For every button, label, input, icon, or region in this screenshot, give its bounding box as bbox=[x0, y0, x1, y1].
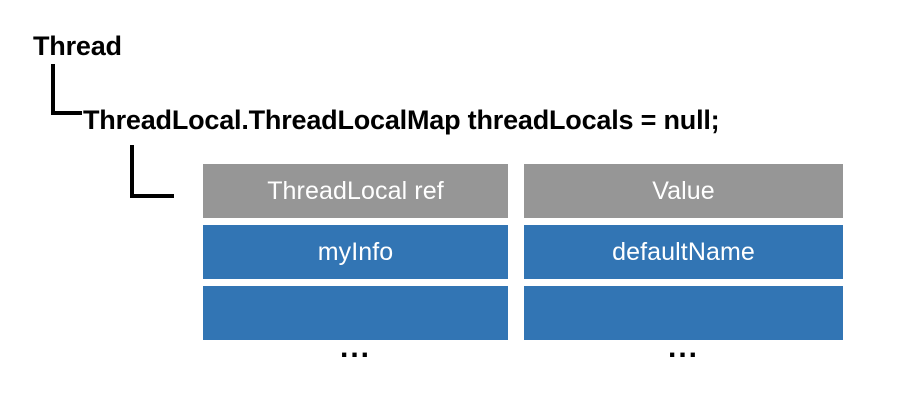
connector-horizontal-line bbox=[51, 111, 82, 115]
column-gap bbox=[508, 164, 524, 218]
connector-thread-to-threadlocals bbox=[51, 64, 82, 115]
column-gap bbox=[508, 286, 524, 340]
tree-node-threadlocals: ThreadLocal.ThreadLocalMap threadLocals … bbox=[83, 105, 720, 135]
ellipsis-value: ... bbox=[667, 331, 699, 364]
table-row: myInfo defaultName bbox=[203, 225, 843, 279]
ellipsis-threadlocal-ref: ... bbox=[339, 331, 371, 364]
cell-value: defaultName bbox=[524, 225, 843, 279]
cell-threadlocal-ref bbox=[203, 286, 508, 340]
column-gap bbox=[508, 340, 524, 374]
threadlocalmap-table: ThreadLocal ref Value myInfo defaultName bbox=[203, 164, 843, 340]
connector-threadlocals-to-table bbox=[130, 145, 174, 198]
row-gap bbox=[203, 279, 843, 286]
table-header-value: Value bbox=[524, 164, 843, 218]
connector-vertical-line bbox=[130, 145, 134, 198]
cell-value bbox=[524, 286, 843, 340]
table-row bbox=[203, 286, 843, 340]
connector-horizontal-line bbox=[130, 194, 174, 198]
column-gap bbox=[508, 225, 524, 279]
row-gap bbox=[203, 218, 843, 225]
table-continuation-row: ... ... bbox=[203, 331, 843, 374]
tree-node-thread: Thread bbox=[33, 31, 122, 61]
table-header-threadlocal-ref: ThreadLocal ref bbox=[203, 164, 508, 218]
cell-threadlocal-ref: myInfo bbox=[203, 225, 508, 279]
table-header-row: ThreadLocal ref Value bbox=[203, 164, 843, 218]
connector-vertical-line bbox=[51, 64, 55, 115]
